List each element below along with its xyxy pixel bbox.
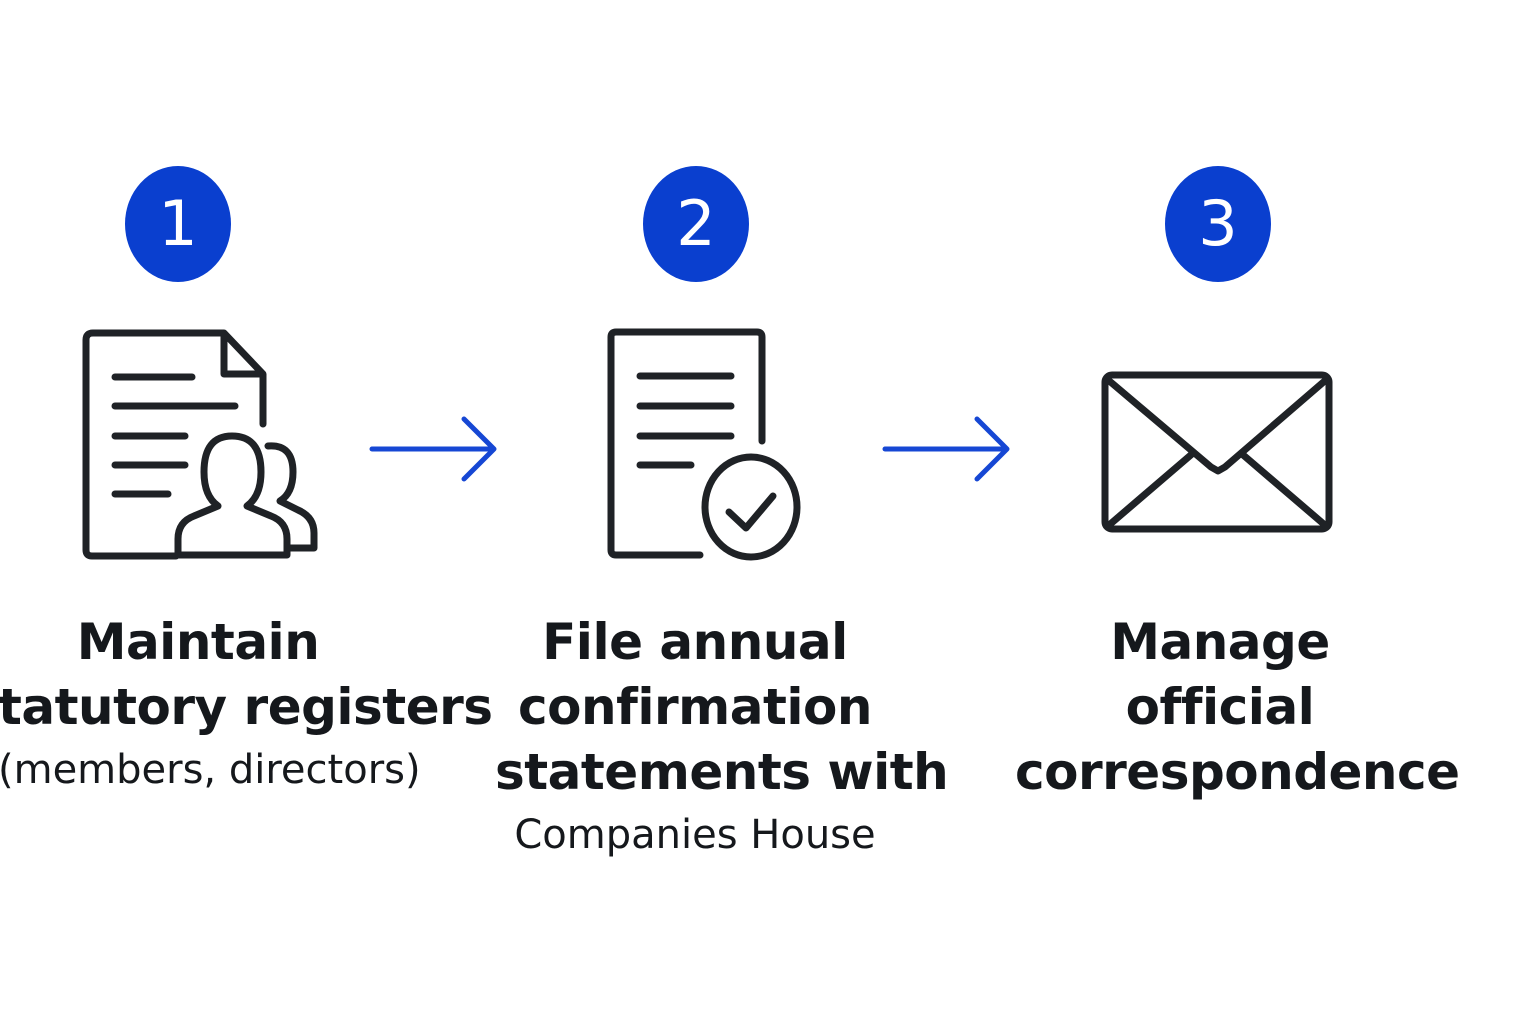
step-3-number-badge: 3 [1165, 166, 1271, 282]
arrow-2-icon [881, 414, 1013, 488]
step-2-label: File annual confirmation statements with… [495, 610, 949, 865]
step-3-number: 3 [1198, 187, 1238, 260]
step-2-line-2: confirmation [518, 678, 872, 736]
step-3-line-2: official [1125, 678, 1315, 736]
step-1-subline: (members, directors) [0, 747, 421, 793]
document-users-icon [80, 326, 325, 564]
step-3-line-1: Manage [1110, 613, 1330, 671]
step-1-line-1: Maintain [76, 613, 320, 671]
step-1-number: 1 [158, 187, 198, 260]
arrow-1-icon [368, 414, 500, 488]
step-2-line-1: File annual [542, 613, 848, 671]
step-1-label: Maintain tatutory registers (members, di… [0, 610, 493, 800]
step-2-number-badge: 2 [643, 166, 749, 282]
document-check-icon [605, 326, 805, 566]
step-1-line-2: tatutory registers [0, 678, 493, 736]
step-2-number: 2 [676, 187, 716, 260]
step-3-line-3: correspondence [1015, 743, 1460, 801]
step-3-label: Manage official correspondence [1015, 610, 1460, 805]
envelope-icon [1100, 370, 1334, 534]
step-2-line-3: statements with [495, 743, 949, 801]
step-2-subline: Companies House [514, 812, 876, 858]
step-1-number-badge: 1 [125, 166, 231, 282]
